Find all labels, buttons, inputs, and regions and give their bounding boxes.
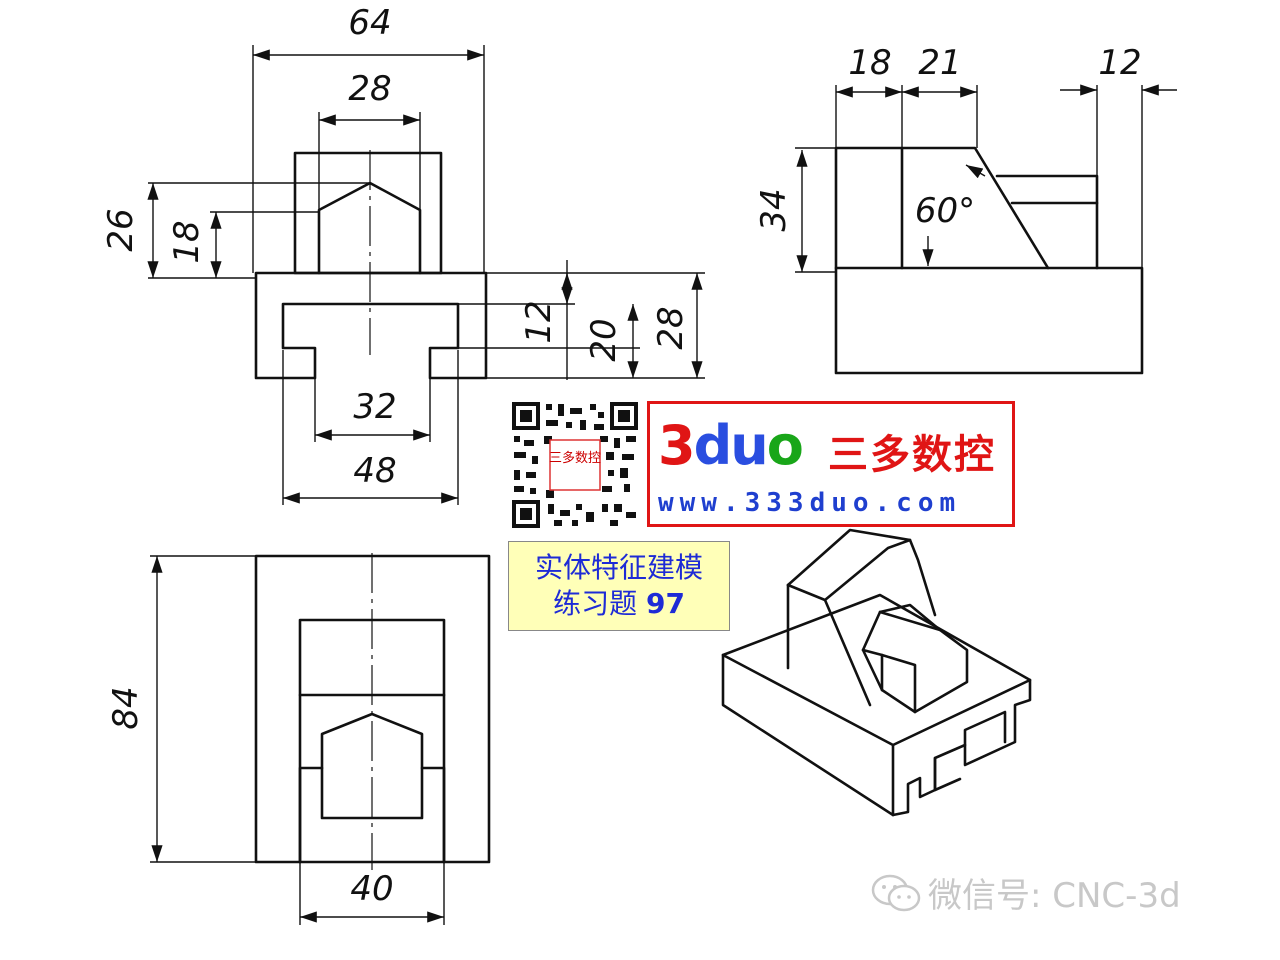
dim-angle-60: 60°	[915, 191, 975, 231]
exercise-title: 实体特征建模	[534, 551, 703, 584]
exercise-number-line: 练习题 97	[509, 586, 729, 622]
dim-side-21: 21	[918, 43, 961, 83]
exercise-label: 练习题	[553, 587, 646, 620]
side-view: 18 21 12 34 60°	[754, 43, 1177, 375]
top-view: 84 40	[106, 553, 491, 925]
dim-side-height-34: 34	[754, 188, 794, 231]
wechat-icon	[871, 874, 921, 911]
dim-height-26: 26	[101, 208, 141, 251]
dim-width-40: 40	[350, 869, 393, 909]
wechat-watermark: 微信号: CNC-3d	[870, 868, 1181, 917]
dim-slot-depth-12: 12	[519, 300, 559, 343]
dim-width-64: 64	[348, 3, 391, 43]
dim-side-12: 12	[1098, 43, 1141, 83]
dim-slot-width-48: 48	[353, 451, 396, 491]
front-view: 64 28 26 18 12 20 28 32 48	[101, 3, 705, 505]
brand-logo: 3duo	[658, 414, 804, 477]
brand-logo-char: d	[693, 414, 733, 477]
brand-name: 三多数控	[828, 432, 996, 478]
dim-side-18: 18	[848, 43, 891, 83]
dim-slot-width-32: 32	[353, 387, 396, 427]
dim-base-height-28: 28	[651, 306, 691, 349]
dim-height-18: 18	[167, 220, 207, 263]
exercise-number: 97	[645, 587, 685, 620]
dim-slot-depth-20: 20	[584, 318, 624, 361]
brand-logo-char: o	[766, 414, 804, 477]
dim-top-width-28: 28	[348, 69, 391, 109]
qr-center-label: 三多数控	[549, 450, 601, 466]
dim-depth-84: 84	[106, 686, 146, 729]
exercise-title-box: 实体特征建模 练习题 97	[508, 541, 730, 631]
brand-banner[interactable]: 3duo 三多数控 www.333duo.com	[647, 401, 1015, 527]
brand-logo-char: u	[730, 414, 768, 477]
brand-url: www.333duo.com	[658, 488, 962, 518]
isometric-view	[721, 528, 1032, 817]
qr-code-graphic: 三多数控	[510, 400, 640, 530]
qr-code[interactable]: 三多数控	[510, 400, 640, 530]
watermark-text: 微信号: CNC-3d	[928, 876, 1181, 916]
brand-logo-char: 3	[658, 414, 696, 477]
